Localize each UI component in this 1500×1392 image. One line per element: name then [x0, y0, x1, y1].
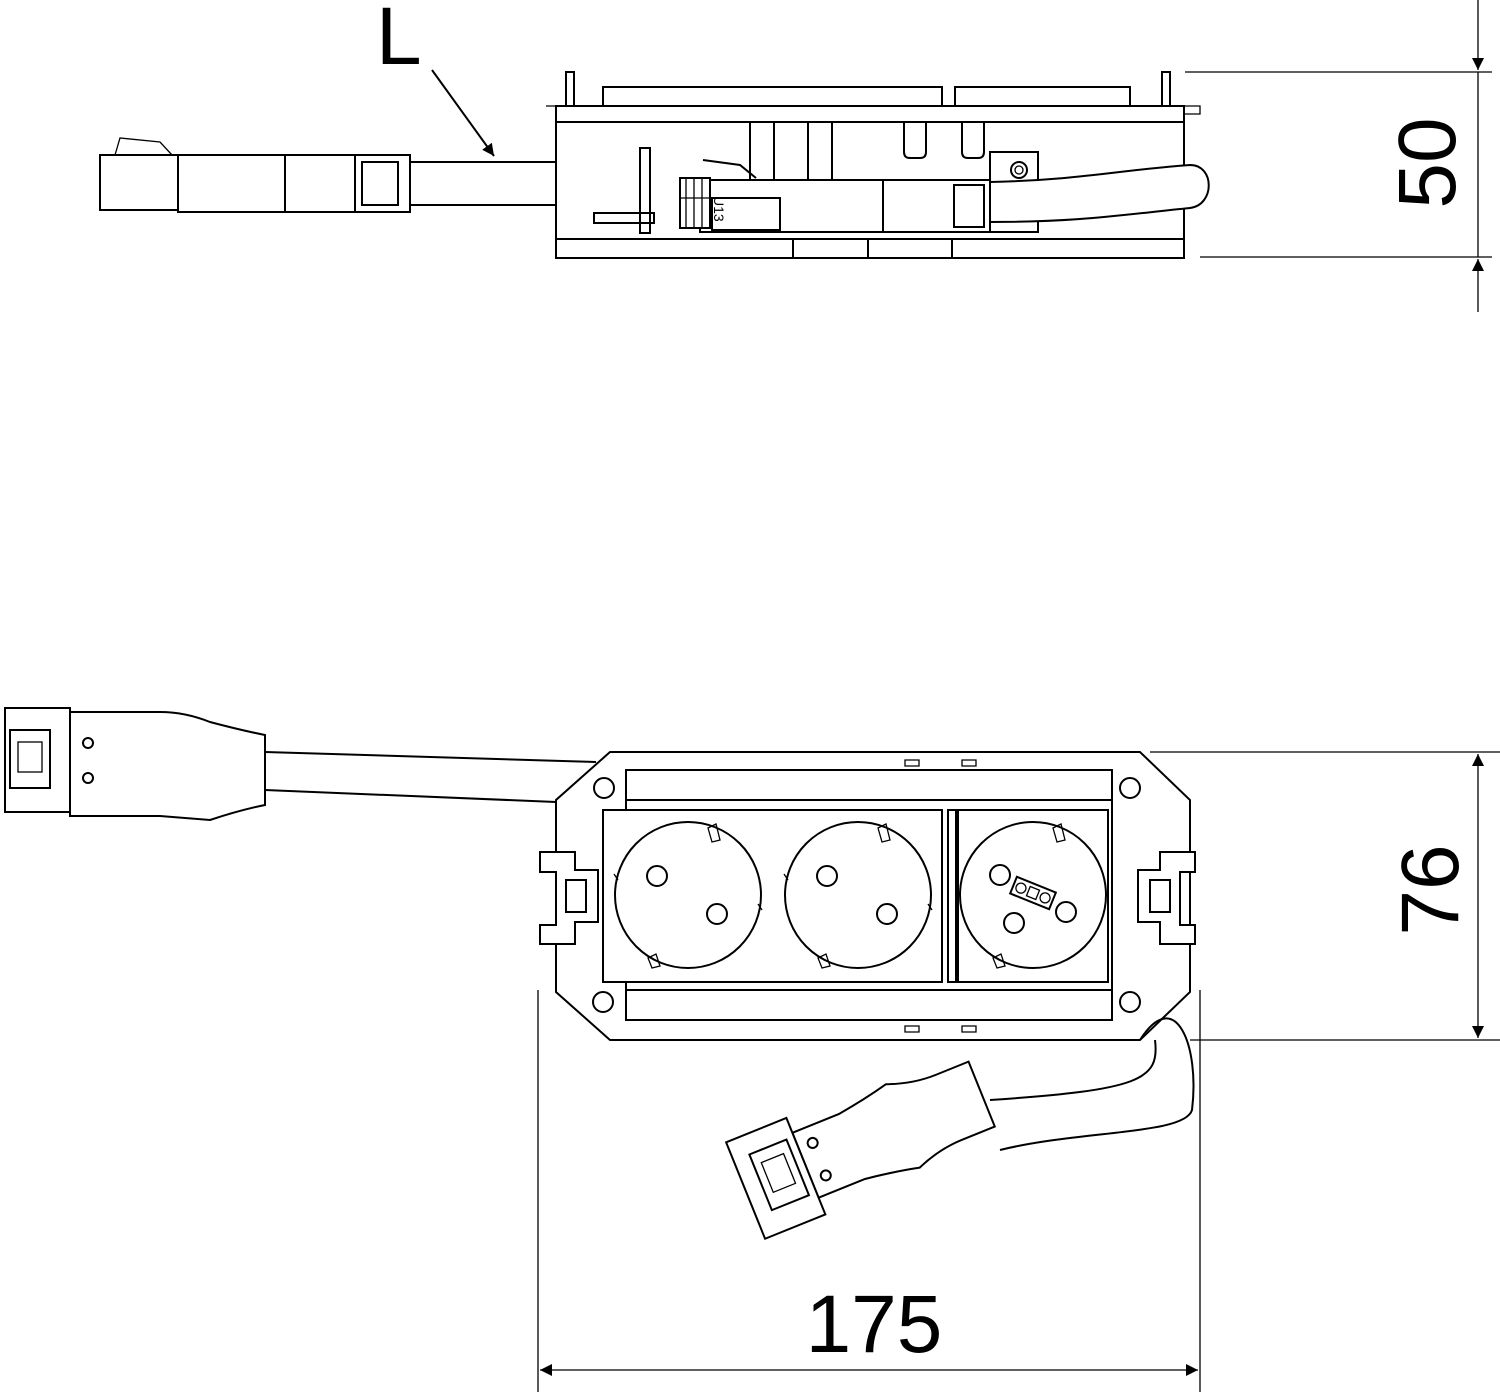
- part-marking: U13: [711, 196, 727, 222]
- depth-dimension: 76: [1150, 751, 1500, 1041]
- depth-dimension-value: 76: [1385, 844, 1476, 935]
- socket-2: [783, 821, 933, 969]
- side-housing: U13: [546, 71, 1201, 259]
- side-outlet-cable: [989, 163, 1210, 224]
- input-connector: [4, 707, 266, 822]
- pin-hole-icon: [816, 865, 838, 887]
- pin-hole-icon: [706, 903, 728, 925]
- length-label: L: [376, 0, 422, 82]
- right-clip: [1137, 851, 1196, 945]
- socket-1: [613, 821, 763, 969]
- output-connector: [724, 1060, 997, 1241]
- certification-mark-icon: [1003, 912, 1025, 934]
- single-socket-module: [957, 809, 1109, 983]
- top-view: 76 175: [4, 707, 1500, 1392]
- height-dimension-value: 50: [1382, 117, 1473, 208]
- width-dimension: 175: [537, 990, 1201, 1392]
- screw-hole-icon: [1119, 991, 1141, 1013]
- double-socket-module: [602, 809, 943, 983]
- obo-logo: [1008, 875, 1058, 911]
- left-clip: [539, 851, 599, 945]
- screw-hole-icon: [1119, 777, 1141, 799]
- input-cable: [264, 751, 597, 803]
- side-view: L: [99, 0, 1492, 312]
- width-dimension-value: 175: [806, 1279, 943, 1370]
- pin-hole-icon: [989, 864, 1011, 886]
- output-cable: [999, 1017, 1195, 1151]
- screw-hole-icon: [592, 991, 614, 1013]
- length-leader-arrow: [431, 69, 495, 157]
- socket-3: [959, 821, 1107, 969]
- side-cable-connector: [99, 137, 556, 213]
- pin-hole-icon: [1055, 901, 1077, 923]
- pin-hole-icon: [646, 865, 668, 887]
- height-dimension: 50: [1185, 0, 1492, 312]
- pin-hole-icon: [876, 903, 898, 925]
- screw-hole-icon: [593, 777, 615, 799]
